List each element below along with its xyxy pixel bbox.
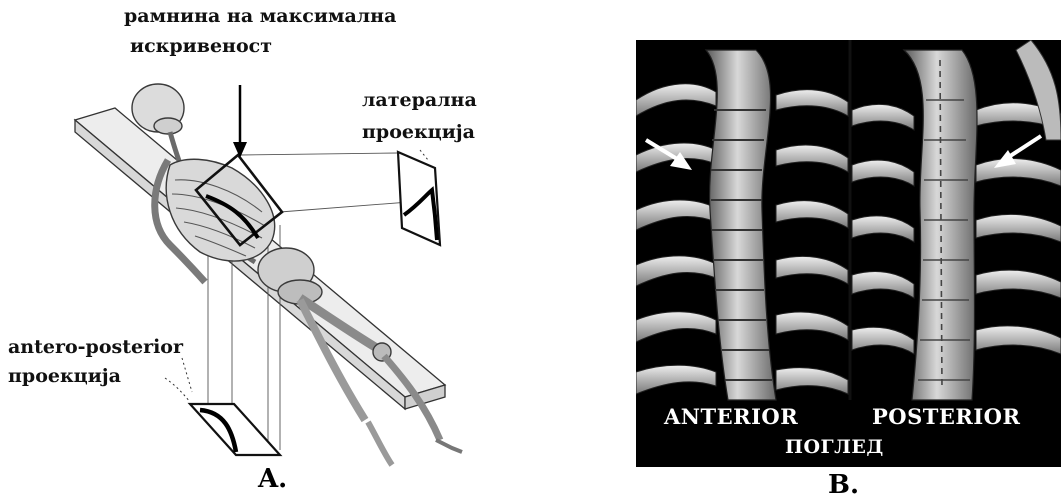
caption-posterior: POSTERIOR [872, 404, 1020, 429]
panel-b-ct-image [636, 40, 1061, 467]
label-max-curvature-plane-line1: рамнина на максимална [124, 6, 396, 28]
caption-anterior: ANTERIOR [664, 404, 798, 429]
ap-projection-box [190, 404, 280, 455]
label-lateral-projection-line2: проекција [362, 122, 475, 144]
label-max-curvature-plane-line2: искривеност [130, 36, 272, 58]
plane-arrow [233, 85, 247, 158]
caption-view: ПОГЛЕД [785, 436, 884, 458]
label-ap-projection-line1: antero-posterior [8, 337, 183, 359]
panel-a-letter: A. [258, 464, 287, 494]
label-ap-projection-line2: проекција [8, 366, 121, 388]
lateral-projection-box [398, 152, 440, 245]
label-lateral-projection-line1: латерална [362, 90, 477, 112]
panel-b-letter: B. [828, 470, 859, 500]
panel-a-diagram [0, 0, 560, 499]
foot [436, 440, 462, 452]
